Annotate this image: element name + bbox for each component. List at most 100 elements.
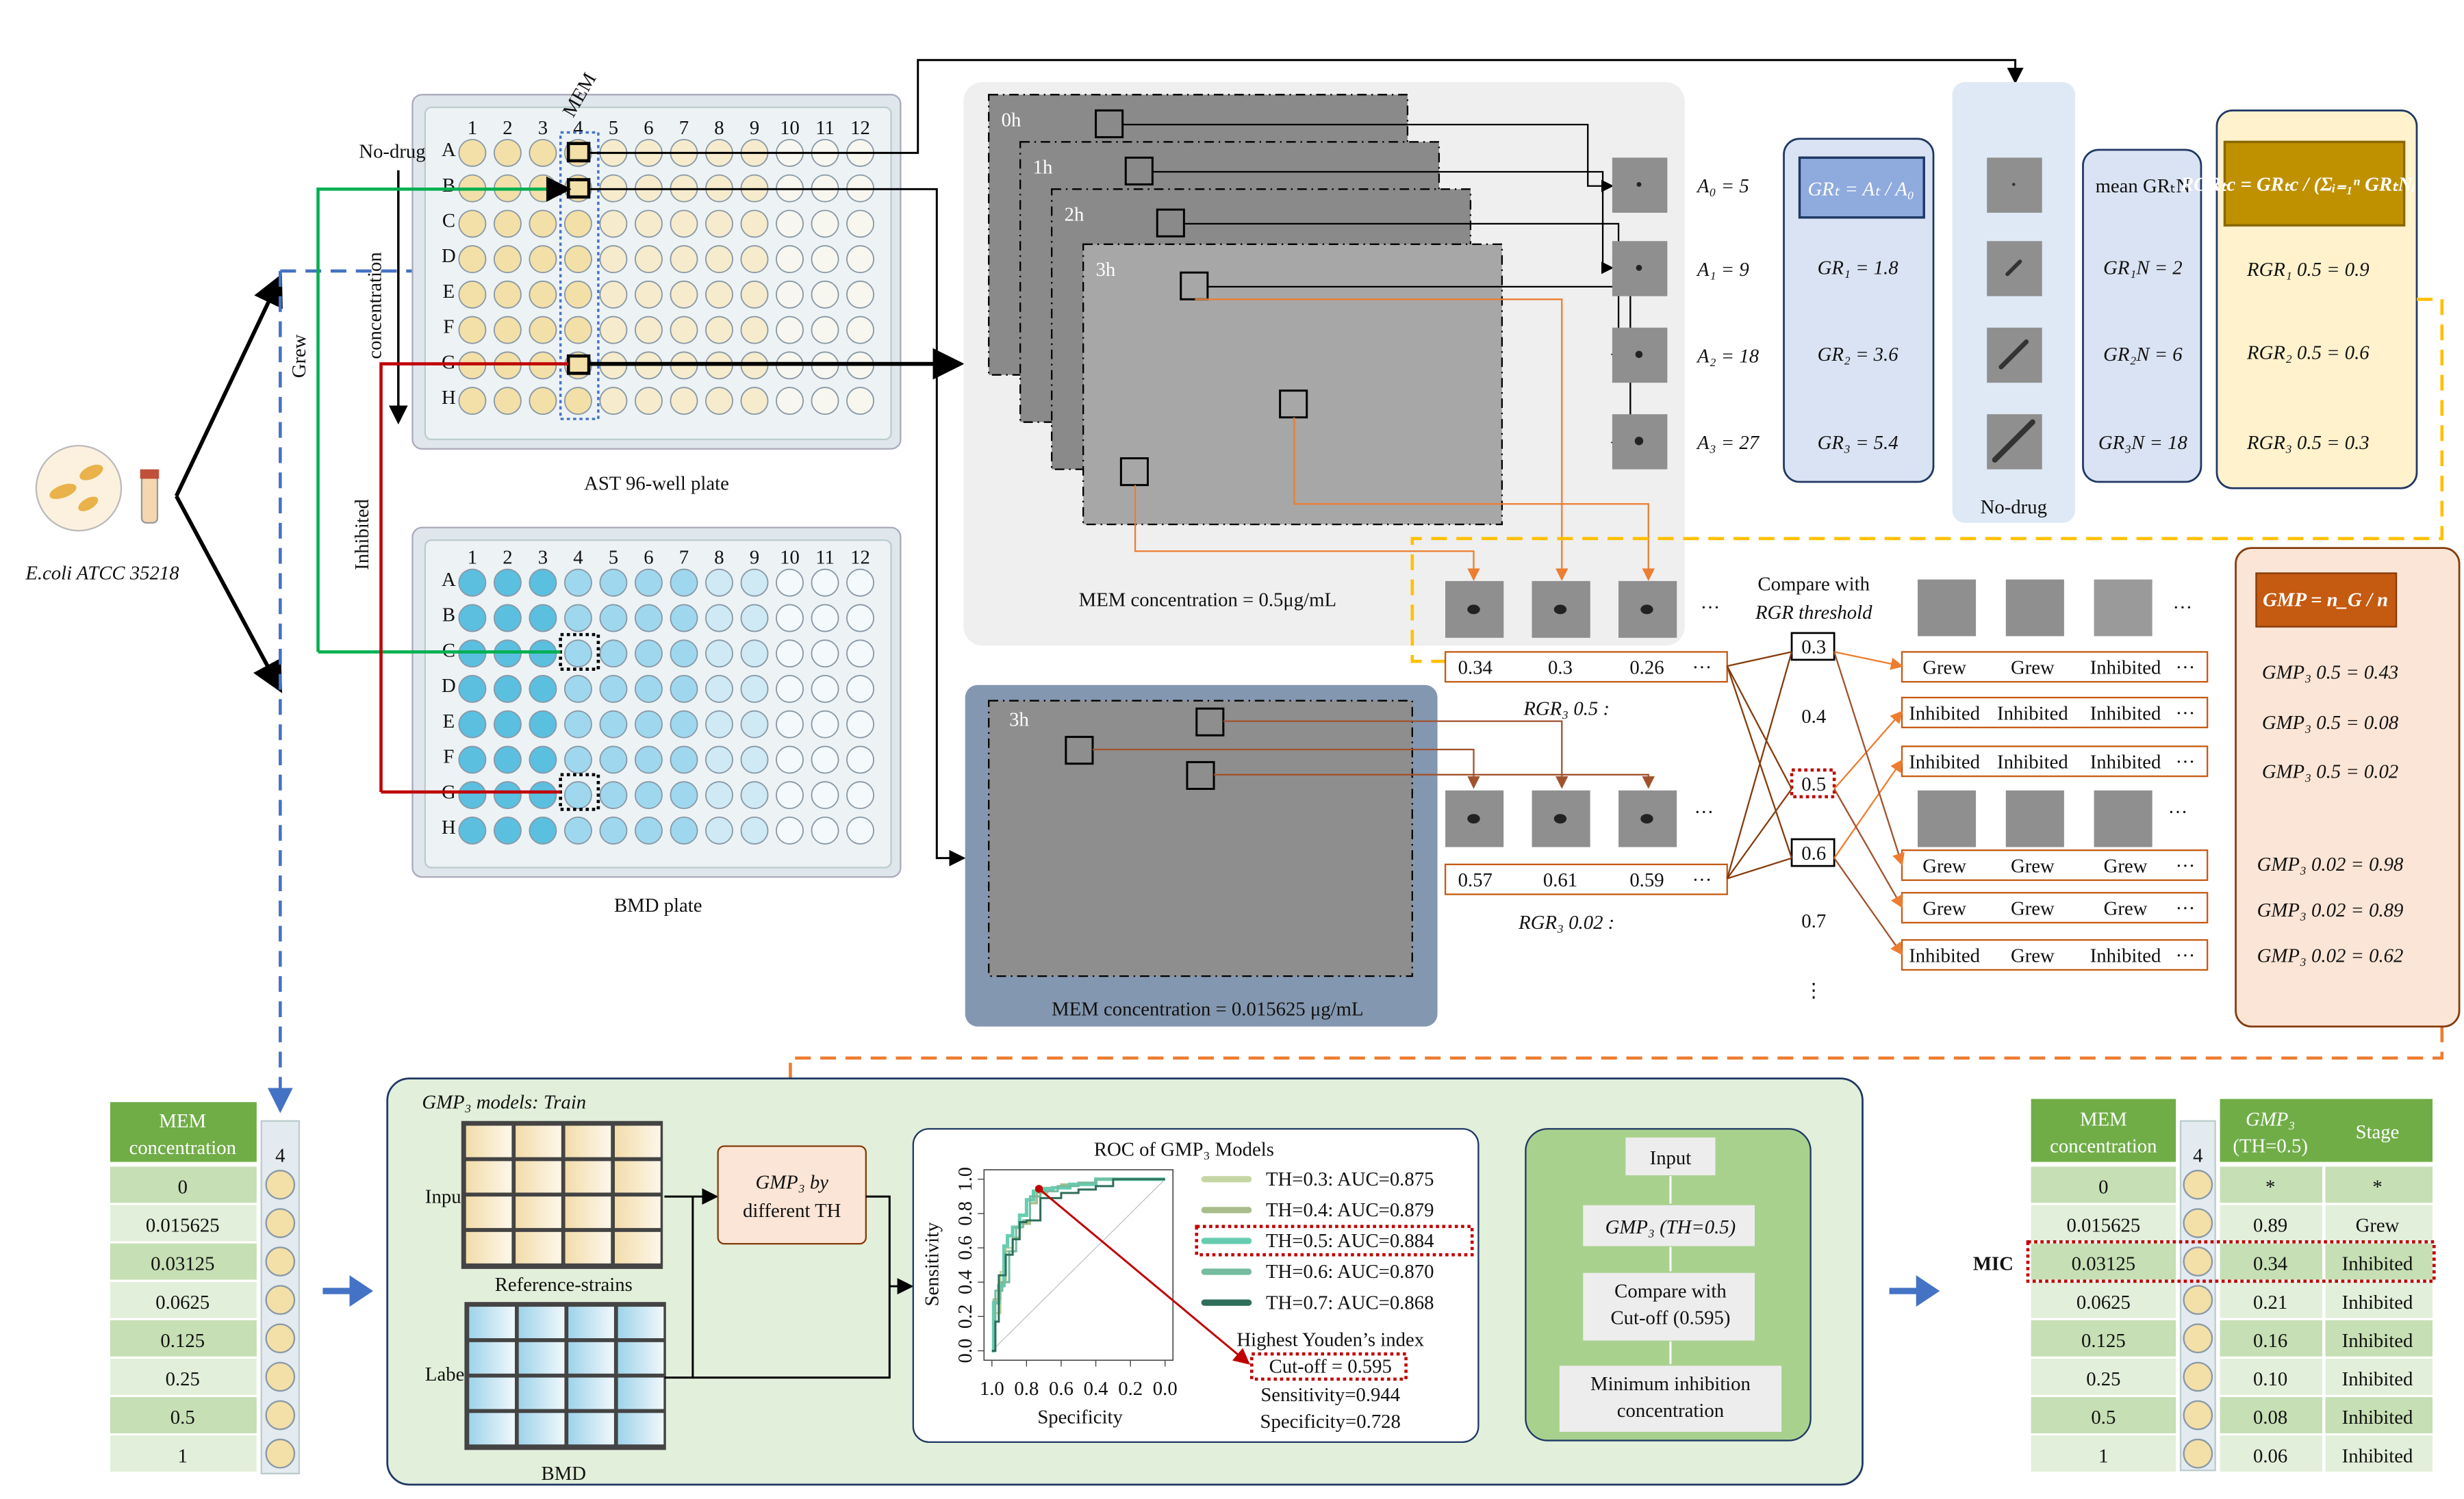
bmd-image-frame (988, 700, 1413, 977)
gr-formula: GRₜ = Aₜ / A₀ (1808, 179, 1914, 201)
table-row (2031, 1320, 2176, 1357)
concentration-cell: 0.5 (170, 1407, 195, 1428)
reference-strains-caption: Reference-strains (495, 1274, 633, 1296)
well (635, 639, 663, 668)
train-title: GMP₃ models: Train (422, 1091, 586, 1113)
mem-column-highlight (559, 131, 600, 420)
well (2183, 1400, 2213, 1431)
gmp-cell: 0.89 (2253, 1215, 2287, 1237)
well (670, 387, 698, 415)
x-tick-label: 0.2 (1118, 1378, 1143, 1400)
well (265, 1208, 296, 1238)
y-tick-label: 0.4 (954, 1270, 976, 1294)
gmp-value: GMP₃ 0.02 = 0.89 (2257, 899, 2404, 921)
well (811, 604, 839, 632)
area-value: A₂ = 18 (1696, 345, 1760, 367)
well (635, 781, 663, 810)
well (563, 816, 592, 845)
well (705, 568, 733, 597)
well (458, 568, 487, 597)
threshold-value: 0.3 (1801, 637, 1826, 658)
well (846, 745, 875, 774)
gr-box (1783, 138, 1935, 483)
table-row (110, 1281, 257, 1318)
result-cell: Grew (2011, 657, 2055, 679)
y-tick-label: 0.2 (954, 1304, 976, 1329)
y-tick-label: 1.0 (954, 1167, 976, 1192)
organism-label: E.coli ATCC 35218 (25, 563, 179, 585)
arrow-right-icon (1889, 1275, 1940, 1307)
well (811, 316, 839, 344)
well (458, 209, 487, 238)
rgr-formula: RGRₜc = GRₜc / (Σᵢ₌₁ⁿ GRₜNᵢ / n) (2180, 174, 2448, 196)
well (563, 604, 592, 632)
concentration-cell: 0 (178, 1177, 188, 1199)
well (811, 209, 839, 238)
result-cell: Grew (1922, 897, 1966, 919)
well (740, 245, 769, 274)
result-cell: Inhibited (2090, 945, 2161, 966)
threshold-box (1790, 838, 1836, 867)
well (529, 245, 557, 274)
well (2183, 1438, 2213, 1469)
timelapse-caption: MEM concentration = 0.5μg/mL (1079, 589, 1336, 611)
well (740, 604, 769, 632)
well (599, 209, 628, 238)
result-cell: Inhibited (2090, 657, 2161, 679)
pipeline-step-label: Compare with (1614, 1280, 1727, 1302)
well (458, 674, 487, 703)
table-row (2220, 1397, 2323, 1433)
rgr-value: 0.3 (1548, 657, 1573, 679)
well (493, 781, 522, 810)
input-label: Input (425, 1186, 467, 1207)
column-label: 4 (573, 547, 583, 569)
gmp-by-th-label: different TH (743, 1200, 841, 1222)
well (705, 604, 733, 632)
header-label: MEM (2080, 1109, 2127, 1131)
result-row (1901, 892, 2209, 924)
well (493, 816, 522, 845)
x-axis-label: Specificity (1037, 1406, 1123, 1428)
table-header (2220, 1099, 2433, 1162)
gmp-value: GMP₃ 0.5 = 0.08 (2262, 712, 2399, 734)
well (670, 639, 698, 668)
well (529, 209, 557, 238)
rgr-value: 0.34 (1458, 657, 1493, 679)
well (776, 781, 804, 810)
well (563, 710, 592, 739)
header-label: GMP₃ (2246, 1109, 2295, 1131)
gmp-cell: 0.21 (2253, 1292, 2287, 1314)
row-label: A (442, 569, 456, 591)
roc-curve-series (991, 1178, 1165, 1352)
rgr-value: RGR₁ 0.5 = 0.9 (2246, 259, 2370, 281)
threshold-box (1790, 768, 1836, 799)
well (599, 245, 628, 274)
well (740, 568, 769, 597)
column-label: 3 (538, 547, 548, 569)
rgr-values-box (1444, 651, 1728, 683)
column-label: 10 (780, 117, 800, 139)
well (811, 674, 839, 703)
well (458, 387, 487, 415)
table-row (110, 1358, 257, 1395)
column-label: 5 (609, 117, 618, 139)
pipeline-step-label: Cut-off (0.595) (1610, 1307, 1730, 1329)
pipeline-step-label: concentration (1617, 1400, 1724, 1422)
stage-cell: Inhibited (2342, 1292, 2413, 1314)
column-label: 5 (609, 547, 618, 569)
result-cell: Grew (2104, 855, 2148, 877)
well (635, 209, 663, 238)
column-label: 4 (573, 117, 583, 139)
gmp-cell: 0.08 (2253, 1407, 2287, 1428)
no-drug-label: No-drug (359, 140, 425, 162)
gmp-cell: 0.06 (2253, 1445, 2287, 1467)
mic-label: MIC (1973, 1253, 2014, 1275)
well (811, 568, 839, 597)
well (265, 1361, 296, 1392)
well (776, 639, 804, 668)
threshold-title: RGR threshold (1755, 602, 1872, 624)
well (705, 710, 733, 739)
column-label: 7 (679, 547, 689, 569)
gmp-cell: 0.16 (2253, 1330, 2287, 1352)
gmp-formula: GMP = n_G / n (2263, 589, 2388, 611)
